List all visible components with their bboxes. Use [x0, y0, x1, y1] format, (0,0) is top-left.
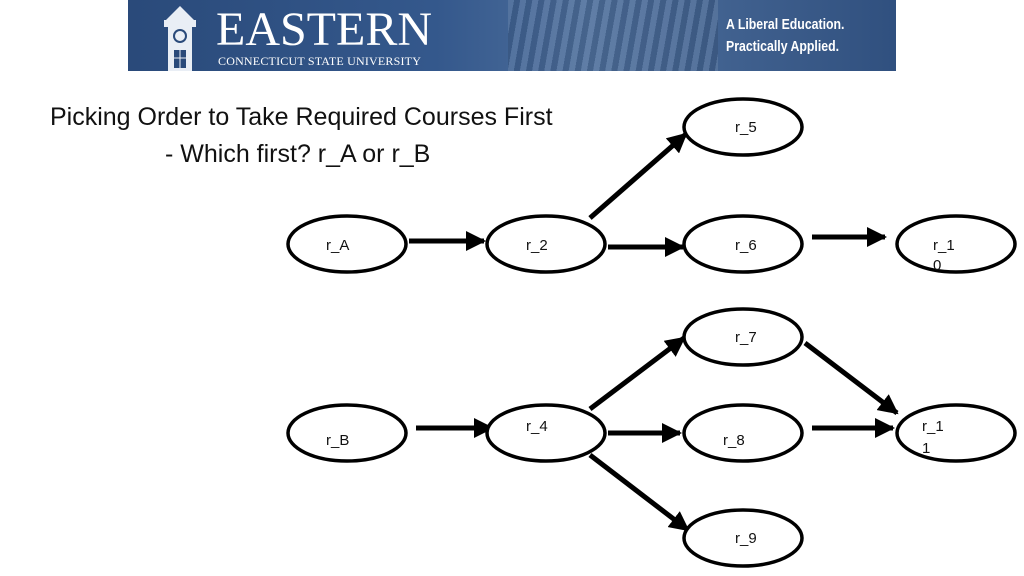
node-r-10-label-2: 0: [933, 257, 941, 274]
node-r-6-label: r_6: [735, 237, 757, 254]
node-r-7: r_7: [682, 307, 804, 367]
node-r-6: r_6: [682, 214, 804, 274]
node-r-4-label: r_4: [526, 418, 548, 435]
tagline-line-1: A Liberal Education.: [726, 16, 845, 33]
node-r-8-label: r_8: [723, 432, 745, 449]
node-r-5: r_5: [682, 97, 804, 157]
node-r-9: r_9: [682, 508, 804, 568]
node-r-8-ellipse: [682, 403, 804, 463]
node-r-4-ellipse: [485, 403, 607, 463]
university-subtitle: CONNECTICUT STATE UNIVERSITY: [218, 54, 422, 68]
node-r-7-ellipse: [682, 307, 804, 367]
node-r-10-ellipse: [895, 214, 1017, 274]
edge-r-7-to-r-11: [803, 341, 899, 415]
banner-building-photo: [508, 0, 718, 71]
university-banner: EASTERN CONNECTICUT STATE UNIVERSITY A L…: [128, 0, 896, 71]
node-r-6-ellipse: [682, 214, 804, 274]
node-r-11: r_11: [895, 403, 1017, 463]
node-r-10: r_10: [895, 214, 1017, 274]
edge-r-4-to-r-7: [588, 336, 686, 411]
node-r-a-ellipse: [286, 214, 408, 274]
tagline-line-2: Practically Applied.: [726, 38, 840, 55]
node-r-2-label: r_2: [526, 237, 548, 254]
node-r-5-label: r_5: [735, 119, 757, 136]
node-r-11-ellipse: [895, 403, 1017, 463]
node-r-8: r_8: [682, 403, 804, 463]
node-r-11-label-2: 1: [922, 440, 930, 457]
node-r-7-label: r_7: [735, 329, 757, 346]
node-r-a: r_A: [286, 214, 408, 274]
node-r-10-label: r_1: [933, 237, 955, 254]
slide-title-line-1: Picking Order to Take Required Courses F…: [50, 103, 553, 131]
node-r-11-label: r_1: [922, 418, 944, 435]
edge-r-2-to-r-5: [588, 132, 688, 220]
node-r-b: r_B: [286, 403, 408, 463]
slide-title-line-2: - Which first? r_A or r_B: [165, 140, 431, 168]
node-r-a-label: r_A: [326, 237, 349, 254]
edge-r-4-to-r-9: [588, 453, 690, 532]
node-r-5-ellipse: [682, 97, 804, 157]
university-name: EASTERN: [216, 3, 432, 56]
node-r-4: r_4: [485, 403, 607, 463]
node-r-2-ellipse: [485, 214, 607, 274]
clock-tower-icon: [164, 6, 196, 71]
node-r-2: r_2: [485, 214, 607, 274]
node-r-b-ellipse: [286, 403, 408, 463]
node-r-9-label: r_9: [735, 530, 757, 547]
node-r-b-label: r_B: [326, 432, 349, 449]
node-r-9-ellipse: [682, 508, 804, 568]
